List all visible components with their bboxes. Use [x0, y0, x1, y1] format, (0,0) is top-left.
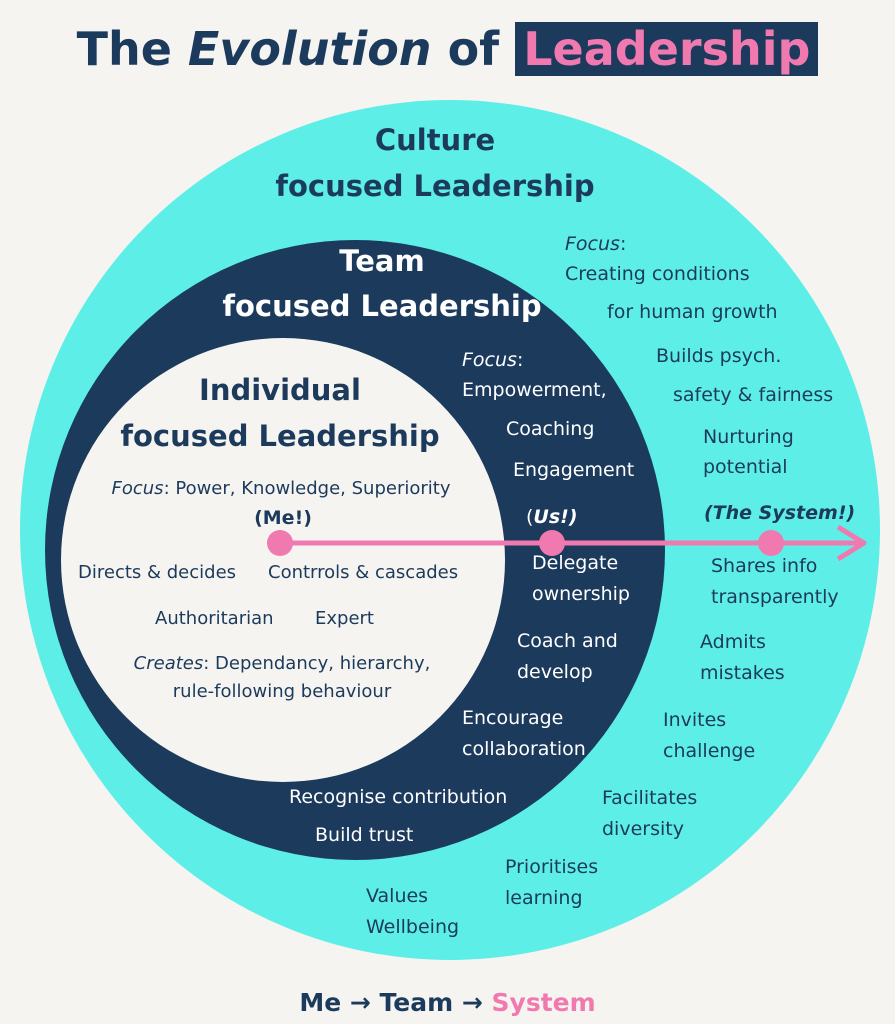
page-title: The Evolution of Leadership: [0, 22, 895, 76]
team-item: Build trust: [315, 824, 414, 846]
individual-item: Authoritarian: [155, 608, 274, 629]
culture-item: Prioritises: [505, 856, 599, 878]
individual-creates-line2: rule-following behaviour: [172, 681, 392, 702]
team-focus-line: Engagement: [513, 459, 635, 481]
team-heading-1: Team: [339, 244, 425, 278]
individual-focus: Focus: Power, Knowledge, Superiority: [111, 478, 451, 499]
culture-item: transparently: [711, 586, 839, 608]
culture-focus: Focus:: [565, 233, 627, 255]
title-highlight: Leadership: [515, 22, 819, 76]
team-item: Delegate: [532, 552, 619, 574]
culture-item: mistakes: [700, 662, 785, 684]
culture-focus-line: Creating conditions: [565, 263, 750, 285]
culture-item: Nurturing: [703, 426, 794, 448]
footer-progression: Me → Team → System: [299, 988, 596, 1017]
culture-item: Wellbeing: [366, 916, 460, 938]
culture-item: Builds psych.: [656, 345, 782, 367]
culture-item: Invites: [663, 709, 727, 731]
me-dot: [267, 530, 293, 556]
team-item: ownership: [532, 583, 630, 605]
culture-item: Values: [366, 885, 429, 907]
individual-item: Directs & decides: [78, 562, 237, 583]
culture-item: potential: [703, 456, 788, 478]
culture-item: Shares info: [711, 555, 818, 577]
culture-heading-1: Culture: [374, 123, 496, 157]
team-heading-2: focused Leadership: [222, 289, 542, 323]
culture-item: safety & fairness: [673, 384, 834, 406]
individual-heading-1: Individual: [199, 373, 361, 407]
team-focus-line: Coaching: [506, 418, 595, 440]
team-focus-line: Empowerment,: [462, 379, 607, 401]
team-item: develop: [517, 661, 593, 683]
culture-item: Admits: [700, 631, 766, 653]
team-item: Coach and: [517, 630, 618, 652]
me-marker: (Me!): [254, 507, 312, 529]
team-item: collaboration: [462, 738, 586, 760]
individual-item: Expert: [315, 608, 374, 629]
individual-circle: [61, 338, 505, 782]
culture-item: learning: [505, 887, 583, 909]
us-marker: (Us!): [526, 506, 578, 528]
us-dot: [539, 530, 565, 556]
individual-item: Contrrols & cascades: [268, 562, 459, 583]
culture-item: challenge: [663, 740, 756, 762]
system-marker: (The System!): [704, 502, 856, 524]
culture-item: diversity: [602, 818, 684, 840]
team-item: Encourage: [462, 707, 564, 729]
system-dot: [758, 530, 784, 556]
evolution-arrow-head: [836, 524, 867, 562]
team-item: Recognise contribution: [289, 786, 508, 808]
culture-item: Facilitates: [602, 787, 698, 809]
culture-heading-2: focused Leadership: [275, 169, 595, 203]
team-focus: Focus:: [462, 349, 524, 371]
individual-creates: Creates: Dependancy, hierarchy,: [133, 653, 431, 674]
individual-heading-2: focused Leadership: [120, 419, 440, 453]
culture-focus-line: for human growth: [607, 301, 778, 323]
